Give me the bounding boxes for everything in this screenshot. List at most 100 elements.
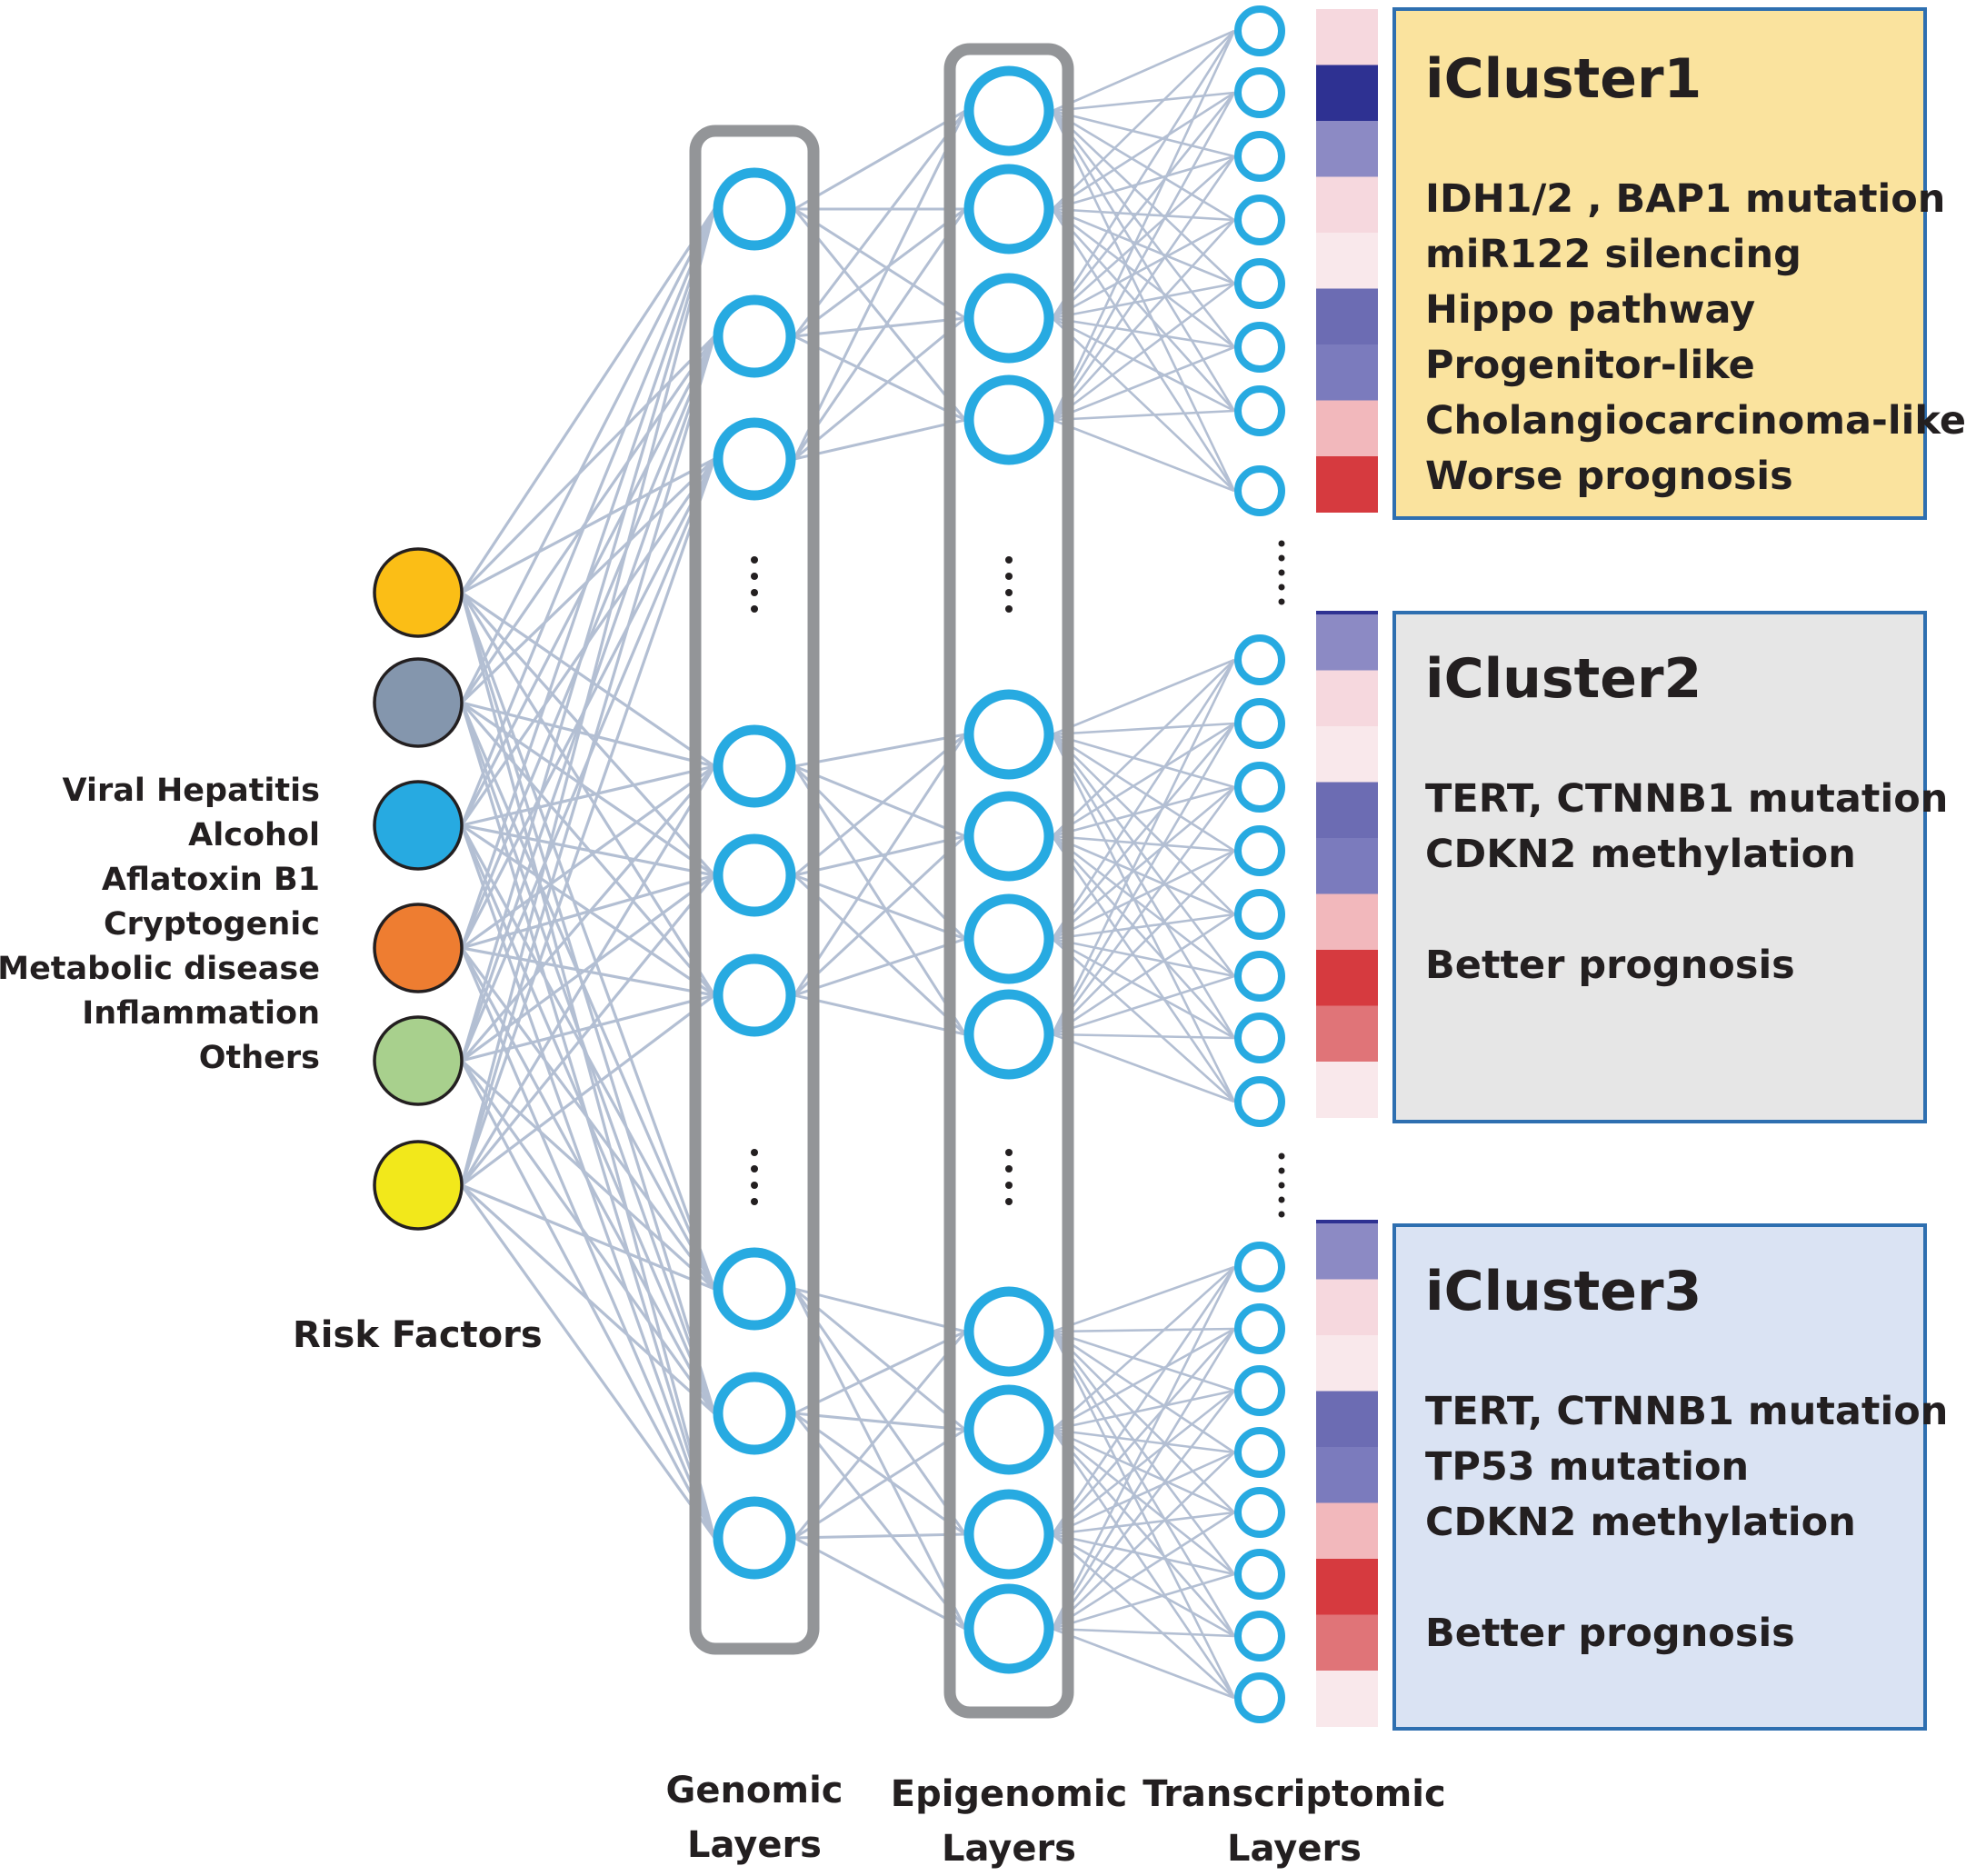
edge-epigenomic-transcriptomic: [1052, 208, 1235, 412]
icluster3-box: iCluster3 TERT, CTNNB1 mutation TP53 mut…: [1392, 1223, 1948, 1731]
edge-epigenomic-transcriptomic: [1052, 974, 1235, 1036]
edge-risk-genomic: [461, 993, 715, 1187]
heatmap-cell: [1316, 1062, 1378, 1118]
edge-epigenomic-transcriptomic: [1051, 659, 1236, 940]
epigenomic-layer-frame: [943, 43, 1074, 1719]
edge-epigenomic-transcriptomic: [1051, 733, 1236, 977]
heatmap-cell: [1316, 1223, 1378, 1280]
epigenomic-node: [963, 689, 1054, 780]
heatmap-cell: [1316, 288, 1378, 345]
epigenomic-node: [963, 65, 1054, 156]
edge-epigenomic-transcriptomic: [1052, 938, 1235, 1103]
edge-risk-genomic: [460, 208, 716, 949]
edge-epigenomic-transcriptomic: [1052, 282, 1235, 320]
risk-factor-label-cryptogenic: Cryptogenic: [103, 906, 320, 943]
heatmap-cell: [1316, 1502, 1378, 1560]
edge-genomic-epigenomic: [793, 334, 966, 422]
ellipsis-dot: [1278, 569, 1285, 576]
edge-risk-genomic: [461, 946, 715, 997]
edge-epigenomic-transcriptomic: [1051, 1331, 1236, 1575]
heatmap-cell: [1316, 1335, 1378, 1392]
epigenomic-node: [963, 273, 1054, 364]
edge-epigenomic-transcriptomic: [1052, 722, 1235, 838]
edge-risk-genomic: [460, 208, 716, 826]
heatmap-cell: [1316, 65, 1378, 122]
edge-genomic-epigenomic: [793, 207, 966, 320]
edge-genomic-epigenomic: [793, 733, 966, 768]
icluster2-line: TERT, CTNNB1 mutation: [1425, 776, 1949, 822]
ellipsis-dot: [751, 573, 758, 580]
edge-genomic-epigenomic: [793, 208, 967, 421]
edge-epigenomic-transcriptomic: [1051, 835, 1236, 1103]
heatmap-column: [1316, 9, 1378, 1727]
epigenomic-node: [963, 1489, 1054, 1580]
edge-genomic-epigenomic: [793, 1536, 966, 1631]
genomic-node: [713, 1496, 796, 1580]
edge-genomic-epigenomic: [793, 764, 966, 838]
ellipsis-dot: [1278, 554, 1285, 562]
risk-factors-title: Risk Factors: [293, 1314, 543, 1356]
edge-epigenomic-transcriptomic: [1052, 345, 1235, 422]
edge-genomic-epigenomic: [793, 418, 966, 461]
edge-risk-genomic: [460, 208, 716, 704]
edge-epigenomic-transcriptomic: [1051, 1331, 1236, 1699]
edge-epigenomic-transcriptomic: [1051, 733, 1236, 1039]
edge-epigenomic-transcriptomic: [1051, 155, 1236, 421]
edge-epigenomic-transcriptomic: [1052, 733, 1235, 915]
heatmap-cell: [1316, 121, 1378, 177]
ellipsis-dot: [1278, 584, 1285, 591]
edge-epigenomic-transcriptomic: [1052, 722, 1235, 736]
edge-epigenomic-transcriptomic: [1052, 937, 1235, 1040]
edge-genomic-epigenomic: [793, 1287, 966, 1432]
edge-genomic-epigenomic: [793, 316, 966, 338]
icluster2-title: iCluster2: [1425, 647, 1702, 711]
ellipsis-dot: [751, 605, 758, 613]
edge-epigenomic-transcriptomic: [1052, 658, 1235, 736]
edge-epigenomic-transcriptomic: [1052, 155, 1235, 211]
edge-genomic-epigenomic: [793, 873, 967, 1036]
edge-epigenomic-transcriptomic: [1051, 1328, 1236, 1630]
edge-epigenomic-transcriptomic: [1052, 207, 1235, 285]
edge-epigenomic-transcriptomic: [1051, 1331, 1236, 1637]
edge-epigenomic-transcriptomic: [1052, 733, 1235, 853]
edge-risk-genomic: [461, 457, 715, 594]
ellipsis-dot: [1278, 540, 1285, 547]
heatmap-cell: [1316, 9, 1378, 65]
edge-risk-genomic: [460, 592, 716, 1414]
edge-genomic-epigenomic: [793, 993, 966, 1036]
icluster3-line: TP53 mutation: [1425, 1444, 1750, 1490]
transcriptomic-node: [1234, 1013, 1285, 1063]
epigenomic-node: [963, 164, 1054, 254]
genomic-layer-frame: [689, 125, 820, 1655]
edge-risk-genomic: [461, 1183, 715, 1291]
heatmap-cell: [1316, 456, 1378, 513]
edge-epigenomic-transcriptomic: [1052, 1511, 1235, 1536]
edge-risk-genomic: [461, 823, 715, 877]
ellipsis-dot: [751, 1198, 758, 1205]
edge-genomic-epigenomic: [793, 834, 966, 877]
edge-epigenomic-transcriptomic: [1052, 207, 1235, 349]
risk-factor-label-viral-hepatitis: Viral Hepatitis: [62, 773, 320, 809]
transcriptomic-node: [1234, 1076, 1285, 1127]
transcriptomic-node: [1234, 385, 1285, 436]
heatmap-cap: [1316, 611, 1378, 616]
heatmap-cell: [1316, 1559, 1378, 1615]
transcriptomic-node: [1234, 1242, 1285, 1292]
heatmap-cell: [1316, 344, 1378, 401]
genomic-node: [713, 1372, 796, 1455]
epigenomic-node: [963, 989, 1054, 1080]
transcriptomic-node: [1234, 762, 1285, 813]
ellipsis-dots: [751, 540, 1285, 1218]
heatmap-cell: [1316, 726, 1378, 783]
icluster2-line: CDKN2 methylation: [1425, 832, 1856, 877]
transcriptomic-node: [1234, 195, 1285, 245]
edge-genomic-epigenomic: [793, 834, 967, 997]
genomic-node: [713, 294, 796, 378]
edge-risk-genomic: [460, 334, 716, 594]
edge-epigenomic-transcriptomic: [1052, 1428, 1235, 1514]
genomic-layers-label: Genomic Layers: [665, 1770, 843, 1866]
edge-epigenomic-transcriptomic: [1052, 30, 1235, 210]
edge-risk-genomic: [460, 458, 716, 1186]
edge-epigenomic-transcriptomic: [1052, 282, 1235, 422]
